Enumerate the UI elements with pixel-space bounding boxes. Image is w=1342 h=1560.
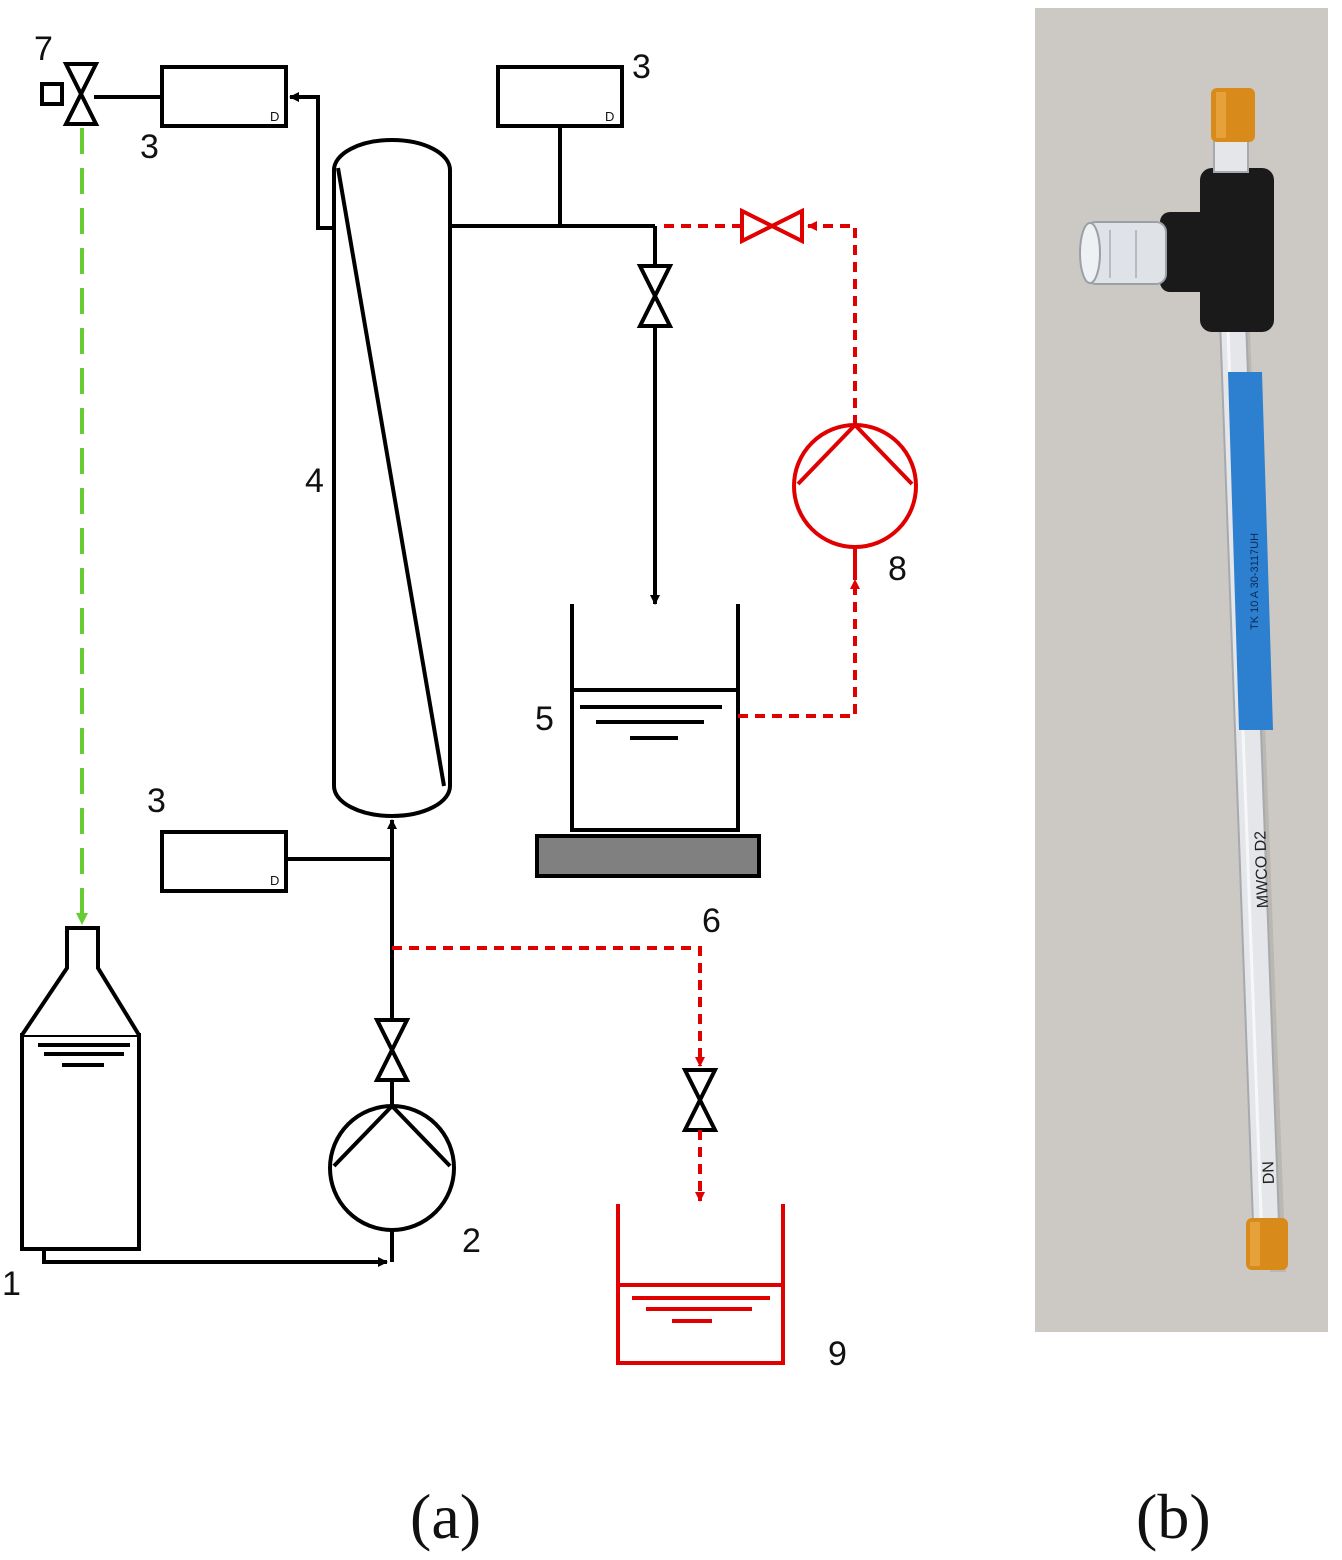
feed-pump	[328, 1104, 456, 1262]
label-2: 2	[462, 1222, 481, 1260]
caption-b: (b)	[1136, 1481, 1211, 1552]
pressure-detector-top-left	[94, 65, 288, 128]
waste-beaker	[616, 1204, 785, 1365]
label-3-bottom: 3	[147, 782, 166, 820]
panel-b-photo: TK 10 A 30-3117UH MWCO D2 DN (b)	[1035, 8, 1328, 1552]
recycle-pump	[792, 423, 918, 580]
recycle-from-beaker	[738, 579, 860, 718]
pressure-detector-top-right	[496, 65, 624, 226]
retentate-line	[289, 92, 334, 230]
permeate-valve	[636, 264, 674, 328]
feed-valve	[373, 1018, 411, 1082]
drain-line	[392, 946, 705, 1067]
label-3-top-left: 3	[140, 128, 159, 166]
blue-sleeve	[1228, 372, 1273, 730]
feed-line	[42, 1249, 388, 1267]
label-9: 9	[828, 1335, 847, 1373]
membrane-module	[332, 138, 452, 818]
label-3-top-right: 3	[632, 48, 651, 86]
detector-mark-top-right: D	[605, 109, 614, 124]
tee-fitting	[1079, 168, 1274, 332]
tube-print-1: TK 10 A 30-3117UH	[1249, 533, 1261, 630]
permeate-beaker	[570, 604, 740, 832]
recycle-to-valve	[807, 221, 857, 425]
balance	[535, 834, 761, 878]
top-cap	[1211, 88, 1255, 142]
caption-a: (a)	[410, 1481, 481, 1552]
tube-print-3: DN	[1260, 1161, 1278, 1185]
tube-print-2: MWCO D2	[1252, 830, 1272, 908]
label-1: 1	[2, 1265, 21, 1303]
label-7: 7	[34, 30, 53, 68]
drain-valve	[681, 1068, 719, 1132]
label-8: 8	[888, 550, 907, 588]
detector-mark-bottom: D	[270, 873, 279, 888]
feed-bottle	[20, 926, 141, 1251]
pressure-detector-bottom	[160, 830, 392, 893]
membrane-tube: TK 10 A 30-3117UH MWCO D2 DN	[1218, 319, 1282, 1251]
label-4: 4	[305, 462, 324, 500]
recycle-valve	[740, 207, 804, 245]
detector-mark-top-left: D	[270, 109, 279, 124]
gas-valve	[40, 62, 100, 126]
label-6: 6	[702, 902, 721, 940]
bottom-cap	[1246, 1218, 1288, 1270]
panel-a-diagram: D D D	[2, 30, 918, 1552]
label-5: 5	[535, 700, 554, 738]
